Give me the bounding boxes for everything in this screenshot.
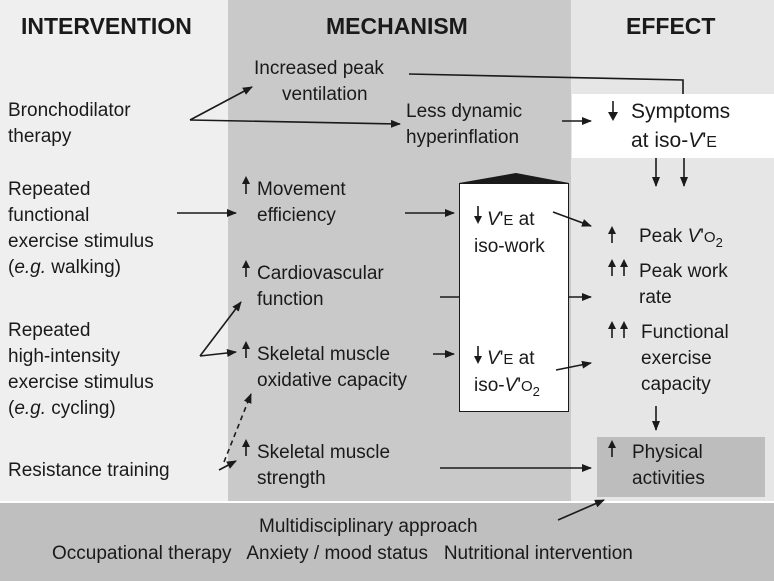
ve-box-roof [459,173,569,184]
footer-line-1: Multidisciplinary approach [259,516,478,537]
symptoms-effect: Symptoms at iso-V'E [631,100,731,152]
cycling-example: (e.g. cycling) [8,398,116,419]
header-intervention: INTERVENTION [21,13,192,39]
intervention-column-bg [0,0,228,501]
header-effect: EFFECT [626,13,716,39]
physical-activities-box [597,437,765,497]
resistance-training: Resistance training [8,460,170,481]
walking-example: (e.g. walking) [8,257,122,278]
footer-line-2: Occupational therapy Anxiety / mood stat… [52,543,633,564]
footer-bg [0,503,774,581]
peak-vo2: Peak V'O2 [639,226,723,250]
effect-column-bg [571,0,774,501]
header-mechanism: MECHANISM [326,13,468,39]
symptoms-box [572,94,774,158]
